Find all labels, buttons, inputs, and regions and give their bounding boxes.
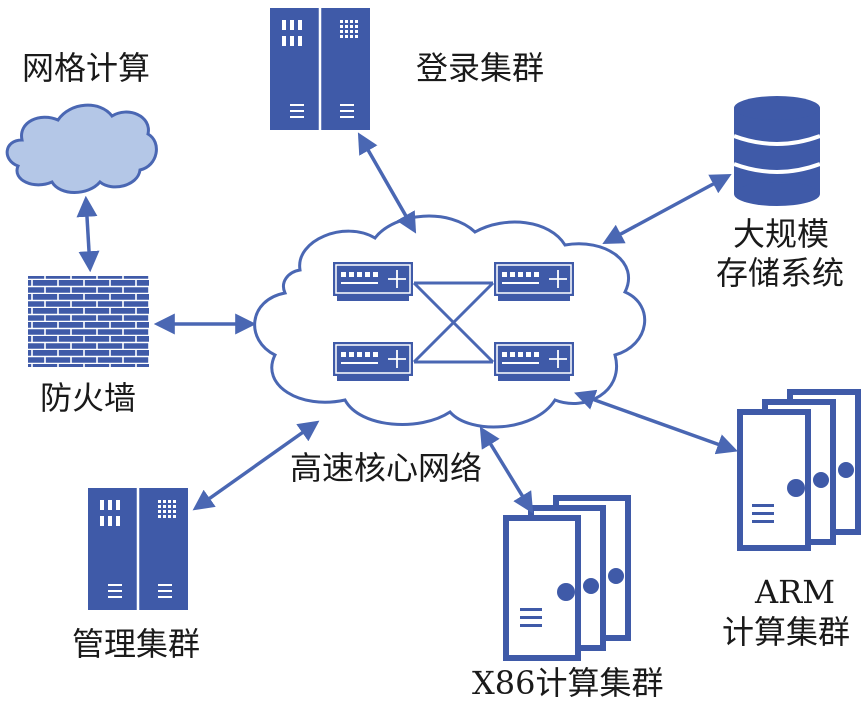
server-rack-icon xyxy=(88,488,188,610)
tower-servers-icon xyxy=(503,495,631,661)
firewall-label: 防火墙 xyxy=(40,379,137,417)
x86-cluster-label: X86计算集群 xyxy=(472,664,664,702)
connector-storage-network xyxy=(602,174,732,244)
grid-computing-label: 网格计算 xyxy=(22,49,151,87)
cloud-icon xyxy=(5,103,158,194)
connector-grid-firewall xyxy=(76,195,100,273)
switch-icon xyxy=(333,342,413,381)
arm-cluster-label-line1: ARM xyxy=(755,573,835,611)
connector-mgmt-network xyxy=(192,420,320,511)
mgmt-cluster-label: 管理集群 xyxy=(72,625,201,663)
connector-arm-network xyxy=(574,389,738,455)
tower-servers-icon xyxy=(737,389,861,551)
storage-label-line1: 大规模 xyxy=(733,215,830,253)
connector-login-network xyxy=(357,132,417,234)
brick-wall-icon xyxy=(28,276,149,367)
core-network-label: 高速核心网络 xyxy=(290,449,483,487)
storage-label-line2: 存储系统 xyxy=(716,254,845,292)
server-rack-icon xyxy=(270,8,370,130)
switch-links xyxy=(412,281,495,364)
switch-icon xyxy=(494,342,574,381)
switch-icon xyxy=(494,262,574,301)
database-icon xyxy=(733,96,821,206)
switch-icon xyxy=(333,262,413,301)
connector-x86-network xyxy=(479,426,534,514)
arm-cluster-label-line2: 计算集群 xyxy=(722,613,851,651)
login-cluster-label: 登录集群 xyxy=(416,49,545,87)
